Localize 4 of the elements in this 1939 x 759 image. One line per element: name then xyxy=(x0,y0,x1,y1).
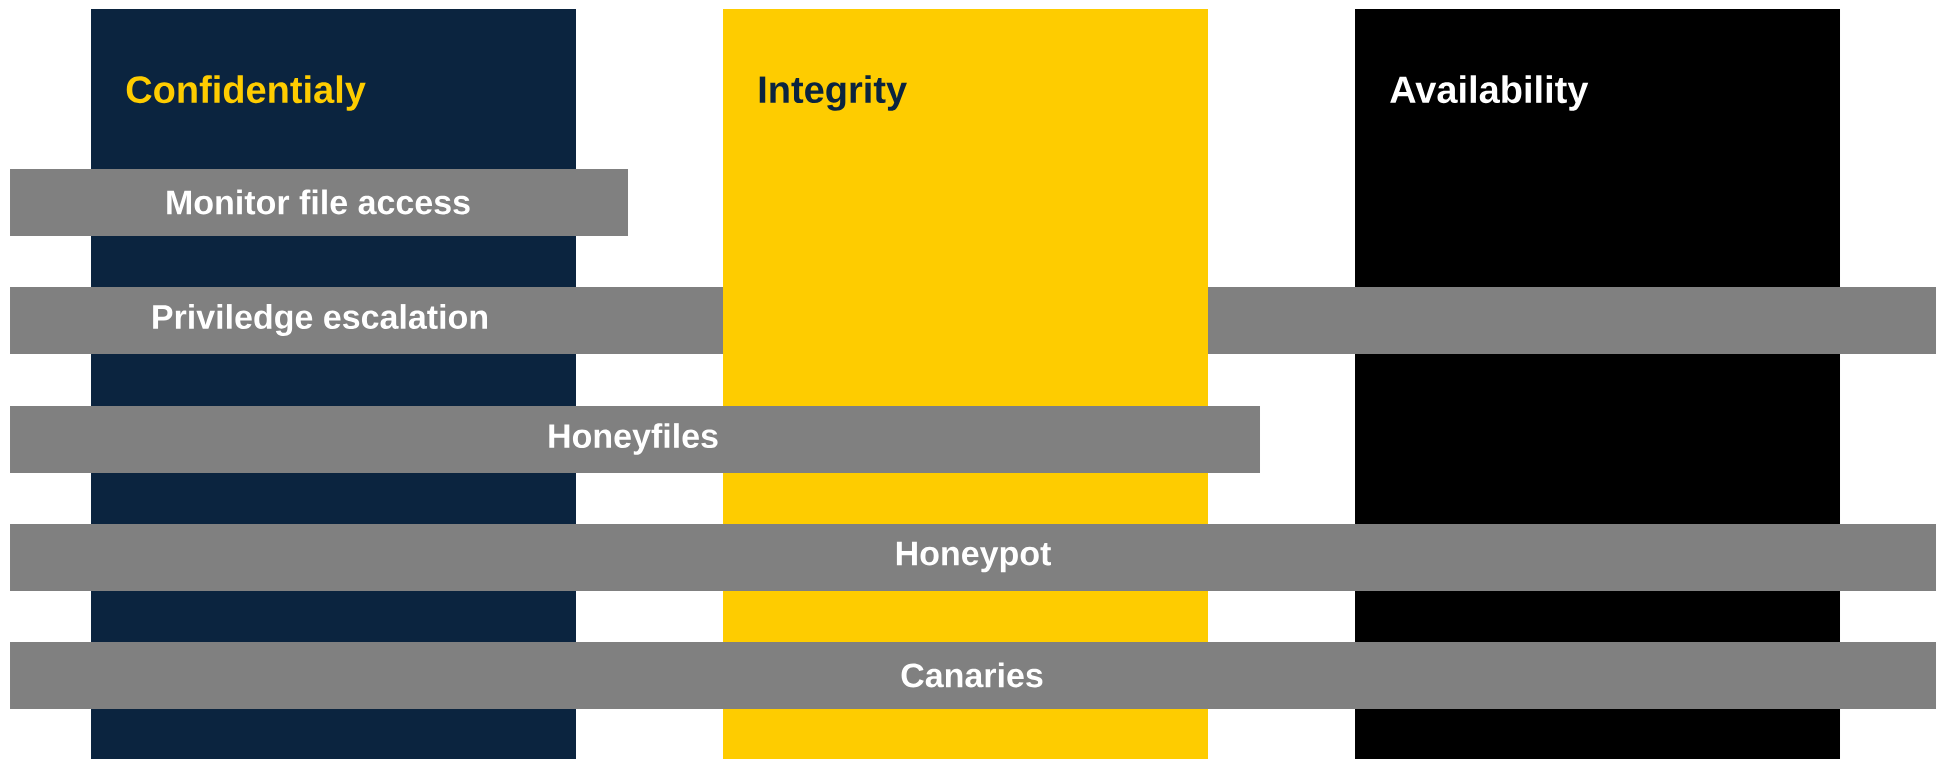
bar: Monitor file access xyxy=(10,169,628,236)
bar: Honeypot xyxy=(10,524,1936,591)
bar: Canaries xyxy=(10,642,1936,709)
bar: Honeyfiles xyxy=(10,406,1260,473)
